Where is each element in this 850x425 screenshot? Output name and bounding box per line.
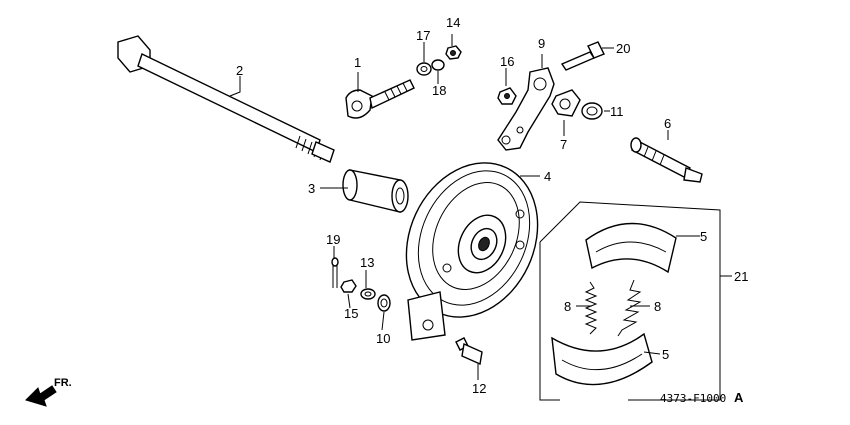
callout-14: 14 bbox=[446, 15, 460, 30]
callout-12: 12 bbox=[472, 381, 486, 396]
callout-10: 10 bbox=[376, 331, 390, 346]
callout-18: 18 bbox=[432, 83, 446, 98]
small-fastener-parts bbox=[416, 45, 462, 76]
callout-1: 1 bbox=[354, 55, 361, 70]
callout-2: 2 bbox=[236, 63, 243, 78]
callout-labels: 1 2 3 4 5 5 6 7 8 8 9 10 11 12 13 14 15 … bbox=[236, 15, 748, 396]
diagram-code-text: 4373-F1000 bbox=[660, 392, 726, 405]
callout-13: 13 bbox=[360, 255, 374, 270]
callout-7: 7 bbox=[560, 137, 567, 152]
pivot-bolt-part bbox=[455, 337, 483, 366]
spring-parts bbox=[584, 279, 642, 337]
callout-8-right: 8 bbox=[654, 299, 661, 314]
callout-3: 3 bbox=[308, 181, 315, 196]
callout-15: 15 bbox=[344, 306, 358, 321]
adjuster-bolt-part bbox=[345, 79, 415, 119]
axle-part bbox=[117, 35, 335, 163]
arrow-left-icon bbox=[25, 385, 57, 407]
callout-19: 19 bbox=[326, 232, 340, 247]
callout-4: 4 bbox=[544, 169, 551, 184]
callout-6: 6 bbox=[664, 116, 671, 131]
front-direction-indicator: FR. bbox=[25, 377, 72, 407]
callout-21: 21 bbox=[734, 269, 748, 284]
diagram-code: 4373-F1000 A bbox=[660, 390, 744, 405]
callout-5-upper: 5 bbox=[700, 229, 707, 244]
lower-fastener-parts bbox=[331, 257, 391, 312]
brake-cam-part bbox=[630, 137, 703, 183]
callout-5-lower: 5 bbox=[662, 347, 669, 362]
bolt-part-20 bbox=[560, 41, 605, 71]
brake-arm-part bbox=[497, 67, 555, 151]
indicator-seal-parts bbox=[551, 89, 603, 120]
direction-label: FR. bbox=[54, 377, 72, 389]
collar-part bbox=[342, 169, 409, 213]
brake-panel-part bbox=[405, 162, 539, 341]
callout-11: 11 bbox=[610, 104, 624, 119]
callout-16: 16 bbox=[500, 54, 514, 69]
brake-shoe-parts bbox=[551, 222, 677, 386]
callout-20: 20 bbox=[616, 41, 630, 56]
leader-lines bbox=[229, 34, 732, 380]
brake-shoe-set-box bbox=[539, 201, 721, 401]
callout-9: 9 bbox=[538, 36, 545, 51]
diagram-code-suffix: A bbox=[734, 390, 744, 405]
callout-8-left: 8 bbox=[564, 299, 571, 314]
callout-17: 17 bbox=[416, 28, 430, 43]
